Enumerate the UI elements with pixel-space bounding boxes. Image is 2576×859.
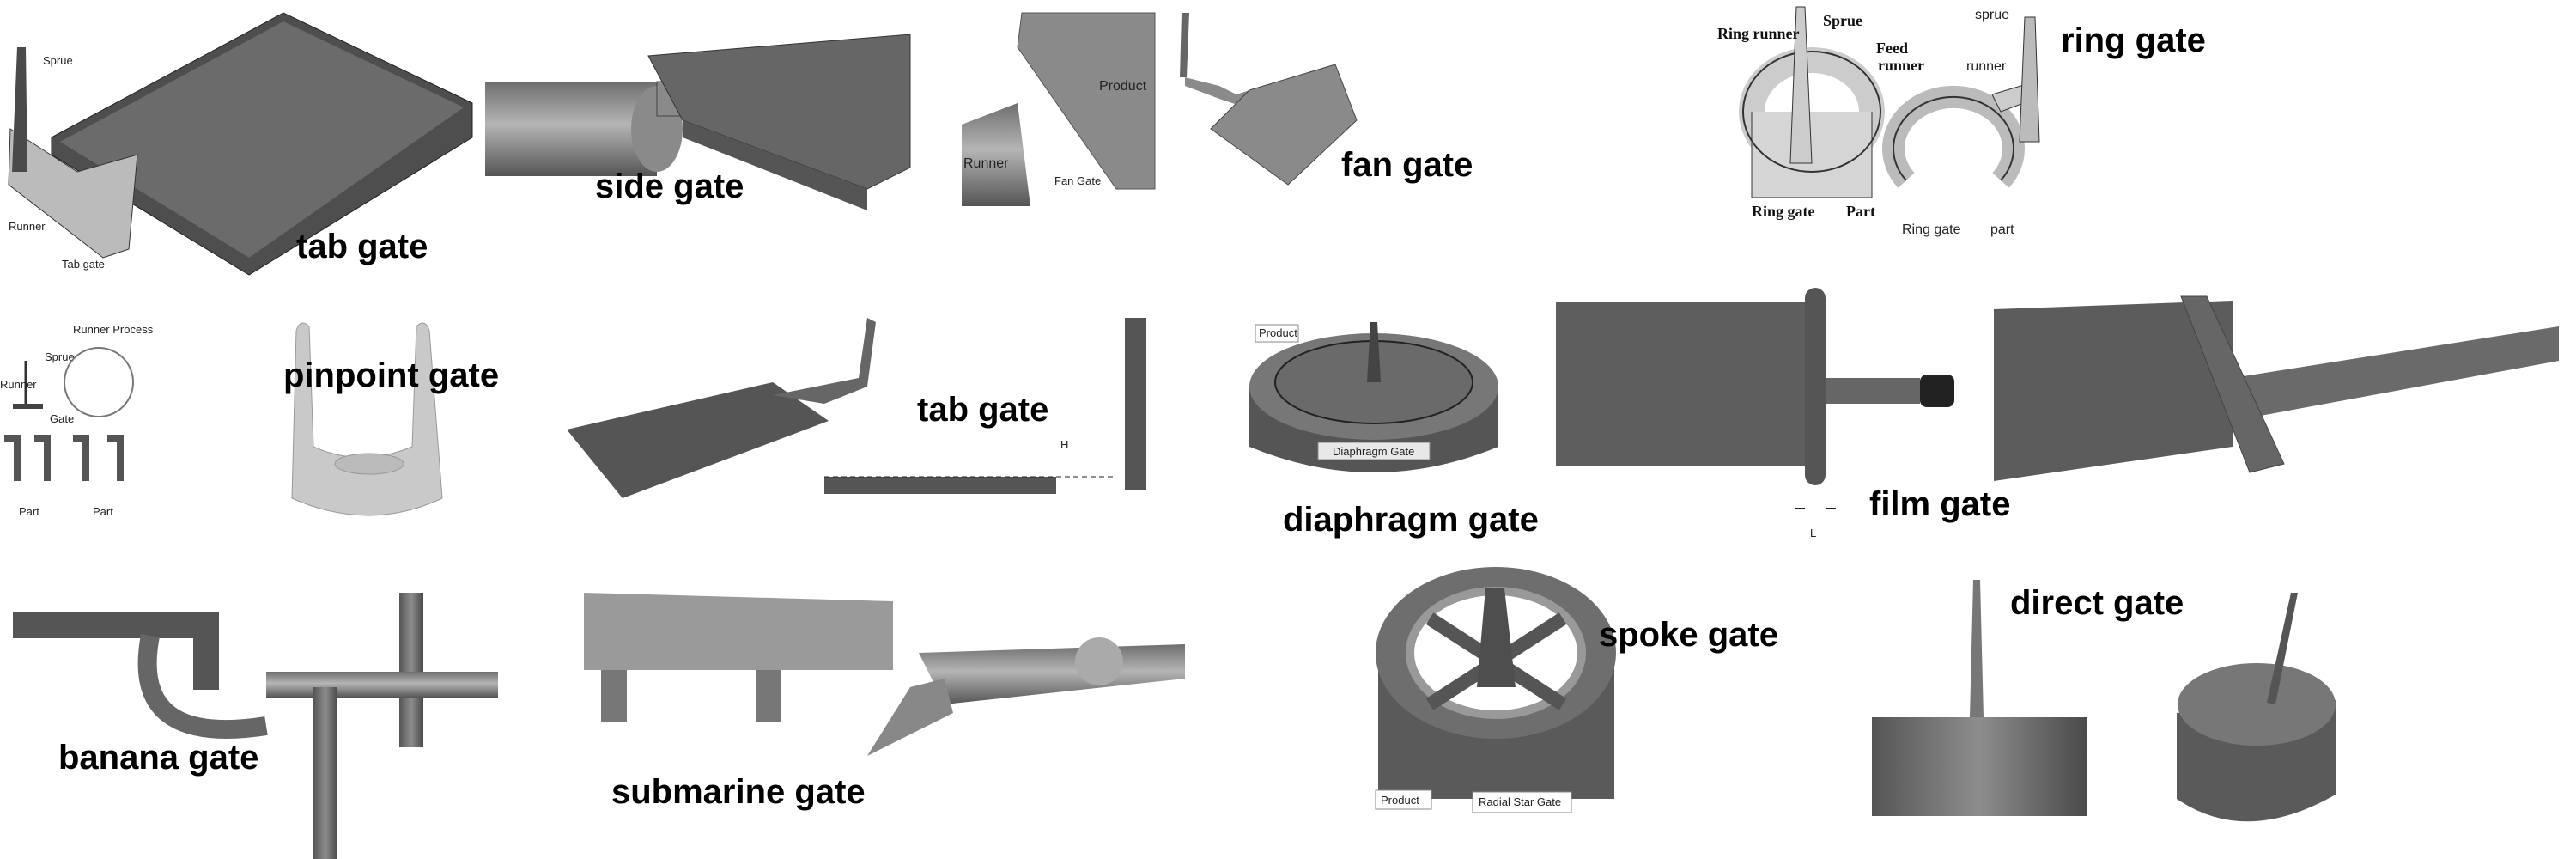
spoke-gate-title: spoke gate <box>1599 616 1778 654</box>
product-label: Product <box>1381 794 1419 807</box>
direct-gate-title: direct gate <box>2010 584 2184 622</box>
sprue-label: Sprue <box>45 350 75 363</box>
film-gate-panel: L film gate <box>1556 288 2559 539</box>
diaphragm-gate-panel: Product Diaphragm Gate diaphragm gate <box>1249 322 1539 539</box>
runner-label: Runner <box>963 156 1009 171</box>
banana-gate-title: banana gate <box>58 739 258 777</box>
product-label: Product <box>1099 79 1147 94</box>
gate-label: Gate <box>50 412 74 425</box>
fan-gate-title: fan gate <box>1341 146 1473 184</box>
part-label-right: part <box>1990 222 2014 237</box>
feed-runner-label-2: runner <box>1878 57 1924 74</box>
banana-gate-panel: banana gate <box>13 593 498 859</box>
ring-gate-panel: Ring runner Sprue Feed runner Ring gate … <box>1717 6 2206 237</box>
side-gate-panel: side gate <box>485 34 911 210</box>
runner-process-label: Runner Process <box>73 323 154 336</box>
runner-label: Runner <box>0 378 37 391</box>
direct-gate-panel: direct gate <box>1872 580 2336 822</box>
sprue-shape <box>12 47 27 172</box>
submarine-gate-title: submarine gate <box>611 773 866 811</box>
fan-gate-panel: Product Runner Fan Gate fan gate <box>962 12 1473 206</box>
feed-runner-label: Feed <box>1876 40 1908 57</box>
side-gate-title: side gate <box>595 168 744 205</box>
tab-gate-title: tab gate <box>296 228 428 265</box>
part-label: Part <box>1846 203 1875 220</box>
product-label: Product <box>1259 326 1297 339</box>
ring-runner-label: Ring runner <box>1717 25 1800 42</box>
tab-gate-2-title: tab gate <box>917 391 1048 429</box>
submarine-gate-panel: submarine gate <box>584 593 1185 811</box>
pinpoint-gate-panel: Runner Sprue Gate Part Runner Process Pa… <box>0 322 499 518</box>
ring-gate-label-right: Ring gate <box>1902 222 1961 237</box>
part-label: Part <box>19 505 39 518</box>
radial-star-gate-label: Radial Star Gate <box>1479 795 1561 808</box>
film-gate-title: film gate <box>1869 485 2010 523</box>
sprue-label: Sprue <box>1823 12 1862 29</box>
pinpoint-gate-title: pinpoint gate <box>283 356 499 394</box>
sprue-shape <box>1970 580 1984 717</box>
tab-gate-panel: Sprue Runner Tab gate tab gate <box>8 12 473 276</box>
spoke-gate-panel: Product Radial Star Gate spoke gate <box>1375 567 1778 813</box>
h-dimension-label: H <box>1060 438 1068 451</box>
fan-gate-label: Fan Gate <box>1054 174 1101 187</box>
tab-gate-label: Tab gate <box>62 258 105 271</box>
sprue-label-right: sprue <box>1975 8 2009 22</box>
diaphragm-gate-label: Diaphragm Gate <box>1333 445 1414 458</box>
part-label-2: Part <box>93 505 113 518</box>
runner-label: Runner <box>9 220 46 233</box>
l-dimension-label: L <box>1810 527 1816 539</box>
ring-gate-label: Ring gate <box>1752 203 1815 220</box>
ring-gate-title: ring gate <box>2061 21 2206 59</box>
diaphragm-gate-title: diaphragm gate <box>1283 501 1539 539</box>
tab-gate-2-panel: H tab gate <box>567 318 1146 498</box>
sprue-label: Sprue <box>43 54 73 67</box>
runner-label-right: runner <box>1966 59 2007 74</box>
